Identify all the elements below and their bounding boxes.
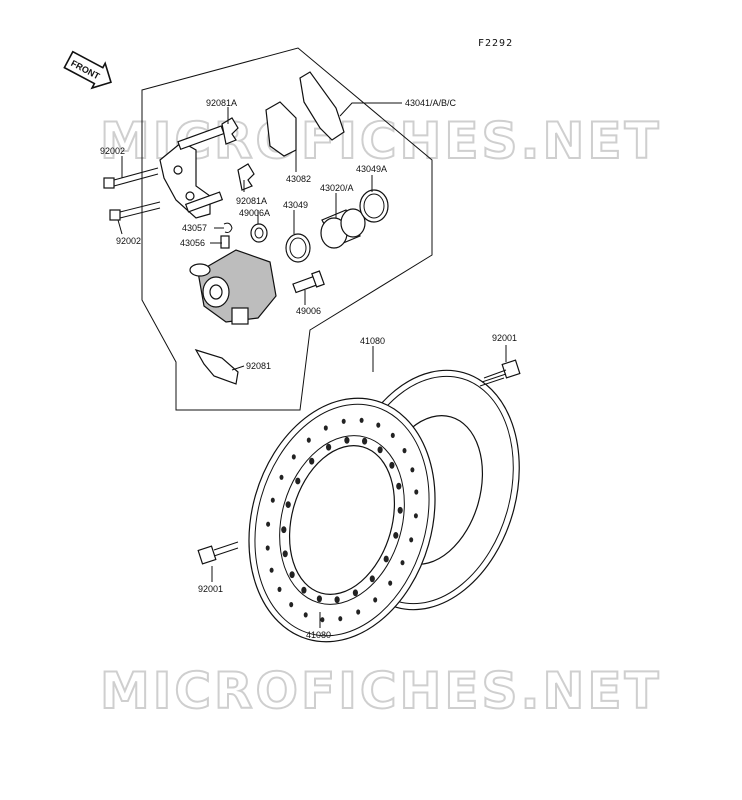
front-arrow-icon: FRONT [63,50,112,90]
disc-hole [341,418,346,424]
disc-hole [388,580,393,586]
disc-hole [306,437,311,443]
disc-hole [266,521,271,527]
disc-hole [320,617,325,623]
callout-43049: 43049 [283,200,308,210]
disc-hole [352,589,358,597]
disc-hole [279,474,284,480]
piston-43020 [320,208,366,249]
disc-hole [376,422,381,428]
figure-number: F2292 [478,38,513,49]
callout-92002-top: 92002 [100,146,125,156]
disc-hole [400,560,405,566]
callout-43049a: 43049A [356,164,387,174]
disc-hole [334,596,340,604]
bleeder-cap-43057 [223,222,233,233]
disc-hole [282,550,288,558]
disc-hole [373,597,378,603]
disc-hole [359,417,364,423]
callout-92001-left: 92001 [198,584,223,594]
disc-hole [338,616,343,622]
callout-43057: 43057 [182,223,207,233]
anti-rattle-spring-92081 [194,348,239,385]
callout-43020: 43020/A [320,183,354,193]
disc-hole [316,595,322,603]
disc-hole [289,602,294,608]
disc-hole [269,567,274,573]
watermark-bottom: MICROFICHES.NET [100,662,662,720]
disc-hole [309,457,315,465]
dust-boot-49006a [250,223,268,243]
disc-hole [362,437,368,445]
callout-labels: 43041/A/B/C 92081A 92002 92002 43082 920… [100,98,517,640]
disc-hole [285,501,291,508]
disc-hole [277,586,282,593]
disc-hole [414,489,419,495]
bolt-92002-top [103,167,159,189]
brake-disc-41080-front [248,397,436,643]
disc-hole [390,432,395,438]
disc-hole [369,575,375,583]
callout-92081: 92081 [246,361,271,371]
disc-hole [291,454,296,460]
brake-pads-43082 [265,71,345,157]
callout-49006: 49006 [296,306,321,316]
disc-hole [396,482,402,490]
bolt-92002-bottom [109,201,161,221]
callout-92001-right: 92001 [492,333,517,343]
disc-hole [265,545,270,551]
callout-41080-top: 41080 [360,336,385,346]
disc-hole [270,497,275,503]
disc-hole [410,467,415,473]
callout-92081a-mid: 92081A [236,196,267,206]
disc-hole [413,513,418,519]
seal-43049a [359,189,389,223]
disc-hole [389,461,395,469]
seal-43049 [285,233,311,263]
disc-hole [323,425,328,431]
callout-43056: 43056 [180,238,205,248]
caliper-assembly-boundary [141,47,433,411]
pad-spring-92081a [221,117,255,191]
callout-43041: 43041/A/B/C [405,98,457,108]
bleeder-valve-43056 [220,235,230,249]
callout-43082: 43082 [286,174,311,184]
disc-hole [303,612,308,618]
disc-hole [344,436,350,444]
callout-49006a: 49006A [239,208,270,218]
disc-hole [397,506,403,514]
disc-hole [377,446,383,454]
caliper-body [189,249,277,325]
disc-hole [289,571,295,579]
disc-hole [295,477,301,485]
disc-hole [393,532,399,539]
disc-hole [326,443,332,451]
disc-bolt-92001-right [479,359,521,387]
pin-bolt-49006 [292,270,325,294]
disc-holes [265,417,419,623]
callout-92002-bottom: 92002 [116,236,141,246]
disc-hole [409,537,414,543]
disc-bolt-92001-left [197,541,239,565]
callout-41080-bottom: 41080 [306,630,331,640]
disc-hole [383,555,389,563]
disc-hole [356,609,361,615]
callout-92081a-top: 92081A [206,98,237,108]
disc-hole [402,448,407,454]
disc-hole [301,586,307,594]
leader-lines [117,102,507,628]
disc-hole [281,526,287,534]
